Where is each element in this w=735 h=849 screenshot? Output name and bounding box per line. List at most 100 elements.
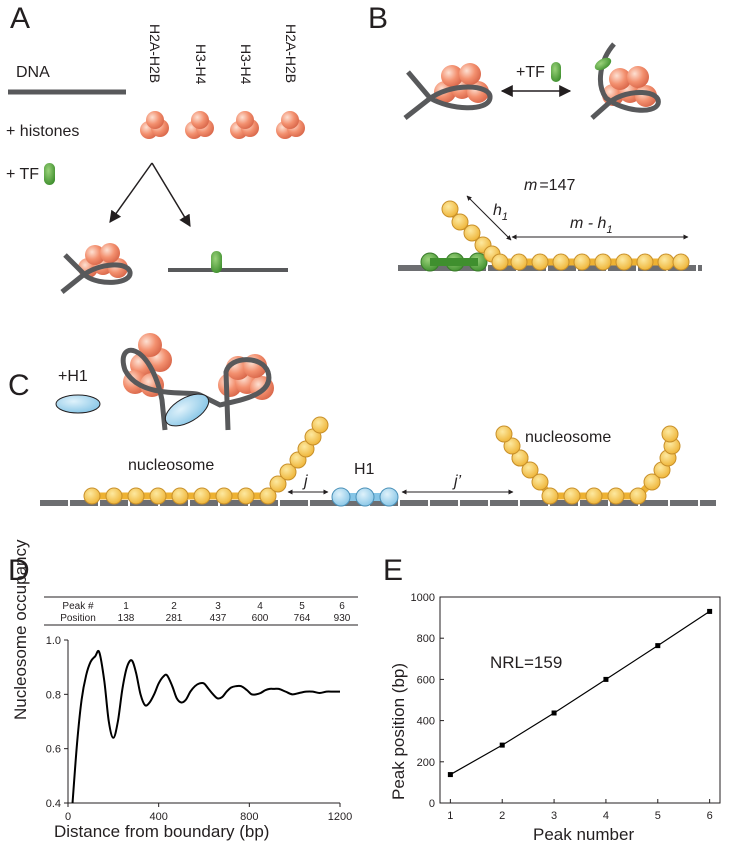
nucleosome-bead xyxy=(521,461,539,479)
nucleosome-bead xyxy=(83,487,101,505)
nucleosome-bead xyxy=(531,253,549,271)
nucleosome-bead xyxy=(563,487,581,505)
histone-dimer-2 xyxy=(276,111,305,139)
tf-beads-b xyxy=(420,252,488,272)
d-ytick-label: 0.8 xyxy=(46,689,61,701)
bound-tf-icon xyxy=(211,251,222,273)
histones-label: + histones xyxy=(6,123,79,140)
nucleosome-bead xyxy=(237,487,255,505)
nucleosome-bead xyxy=(441,200,459,218)
tf-icon xyxy=(44,163,55,185)
e-ytick-label: 1000 xyxy=(411,592,435,604)
nrl-annotation: NRL=159 xyxy=(490,653,562,672)
nucleosome-bead xyxy=(279,463,297,481)
nucleosome-bead xyxy=(269,475,287,493)
j-label: j xyxy=(302,473,308,490)
nucleosome-beads-c xyxy=(83,416,681,505)
nucleosome-bead xyxy=(259,487,277,505)
nucleosome-bead xyxy=(657,253,675,271)
nucleosome-bead xyxy=(511,449,529,467)
nucleosome-label-left: nucleosome xyxy=(128,457,214,474)
e-ytick-label: 600 xyxy=(417,674,435,686)
d-ylabel: Nucleosome occupancy xyxy=(11,539,30,720)
e-ytick-label: 200 xyxy=(417,757,435,769)
nucleosome-bead xyxy=(171,487,189,505)
nucleosome-bead xyxy=(503,437,521,455)
h1-length-arrow xyxy=(466,195,512,241)
table-cell: 600 xyxy=(252,613,269,624)
nucleosome-icon-b1 xyxy=(403,63,493,120)
table-header: 1 xyxy=(123,601,129,612)
table-cell: Position xyxy=(60,613,96,624)
data-point xyxy=(707,608,713,614)
nucleosome-bead xyxy=(127,487,145,505)
nucleosome-bead xyxy=(552,253,570,271)
d-xtick-label: 0 xyxy=(65,811,71,823)
histone-label-4: H2A-H2B xyxy=(283,24,299,83)
nucleosome-bead xyxy=(215,487,233,505)
occupancy-line xyxy=(71,649,340,804)
d-ytick-label: 1.0 xyxy=(46,635,61,647)
panel-label-e: E xyxy=(383,554,403,587)
m-value-label: m=147 xyxy=(524,177,575,194)
histone-label-1: H2A-H2B xyxy=(147,24,163,83)
nucleosome-bead xyxy=(149,487,167,505)
panel-label-c: C xyxy=(8,369,30,402)
e-ylabel: Peak position (bp) xyxy=(389,663,408,800)
e-ytick-label: 400 xyxy=(417,716,435,728)
arrow-left xyxy=(109,162,153,223)
table-header: 2 xyxy=(171,601,177,612)
nucleosome-bead xyxy=(193,487,211,505)
d-xtick-label: 800 xyxy=(240,811,258,823)
histone-dimer-1 xyxy=(140,111,169,139)
nucleosome-icon-a xyxy=(60,243,133,294)
table-cell: 437 xyxy=(210,613,227,624)
table-header: 6 xyxy=(339,601,345,612)
e-ytick-label: 800 xyxy=(417,633,435,645)
nucleosome-bead xyxy=(636,253,654,271)
panel-label-b: B xyxy=(368,2,388,35)
tf-icon-b xyxy=(551,62,561,82)
nucleosome-bead xyxy=(510,253,528,271)
nucleosome-bead xyxy=(311,416,329,434)
histone-label-3: H3-H4 xyxy=(238,44,254,85)
chromatosome-icon xyxy=(120,333,274,431)
e-xtick-label: 5 xyxy=(655,810,661,822)
data-point xyxy=(655,643,661,649)
nucleosome-bead xyxy=(607,487,625,505)
d-xlabel: Distance from boundary (bp) xyxy=(54,822,269,841)
table-header: 5 xyxy=(299,601,305,612)
nucleosome-bead xyxy=(495,425,513,443)
nucleosome-bead xyxy=(629,487,647,505)
d-ytick-label: 0.4 xyxy=(46,798,61,810)
data-point xyxy=(551,710,557,716)
table-cell: 764 xyxy=(294,613,311,624)
mh-length-label: m - h1 xyxy=(570,215,613,236)
fit-line xyxy=(450,610,710,776)
nucleosome-bead xyxy=(615,253,633,271)
tf-label-b: +TF xyxy=(516,64,545,81)
h1-label-c: H1 xyxy=(354,461,375,478)
e-xlabel: Peak number xyxy=(533,825,634,844)
table-header: 4 xyxy=(257,601,263,612)
histone-tetramer-2 xyxy=(230,111,259,139)
nucleosome-bead xyxy=(661,425,679,443)
d-ytick-label: 0.6 xyxy=(46,744,61,756)
data-point xyxy=(499,742,505,748)
h1-icon xyxy=(55,394,101,414)
table-header: 3 xyxy=(215,601,221,612)
h1-beads xyxy=(331,487,399,507)
h1-plus-label: +H1 xyxy=(58,368,88,385)
tf-label-a: + TF xyxy=(6,166,39,183)
histone-label-2: H3-H4 xyxy=(193,44,209,85)
nucleosome-bead xyxy=(105,487,123,505)
table-cell: 281 xyxy=(166,613,183,624)
jprime-label: j’ xyxy=(452,473,462,490)
d-xtick-label: 400 xyxy=(149,811,167,823)
e-xtick-label: 1 xyxy=(447,810,453,822)
d-xtick-label: 1200 xyxy=(328,811,352,823)
data-point xyxy=(447,772,453,778)
nucleosome-bead xyxy=(491,253,509,271)
